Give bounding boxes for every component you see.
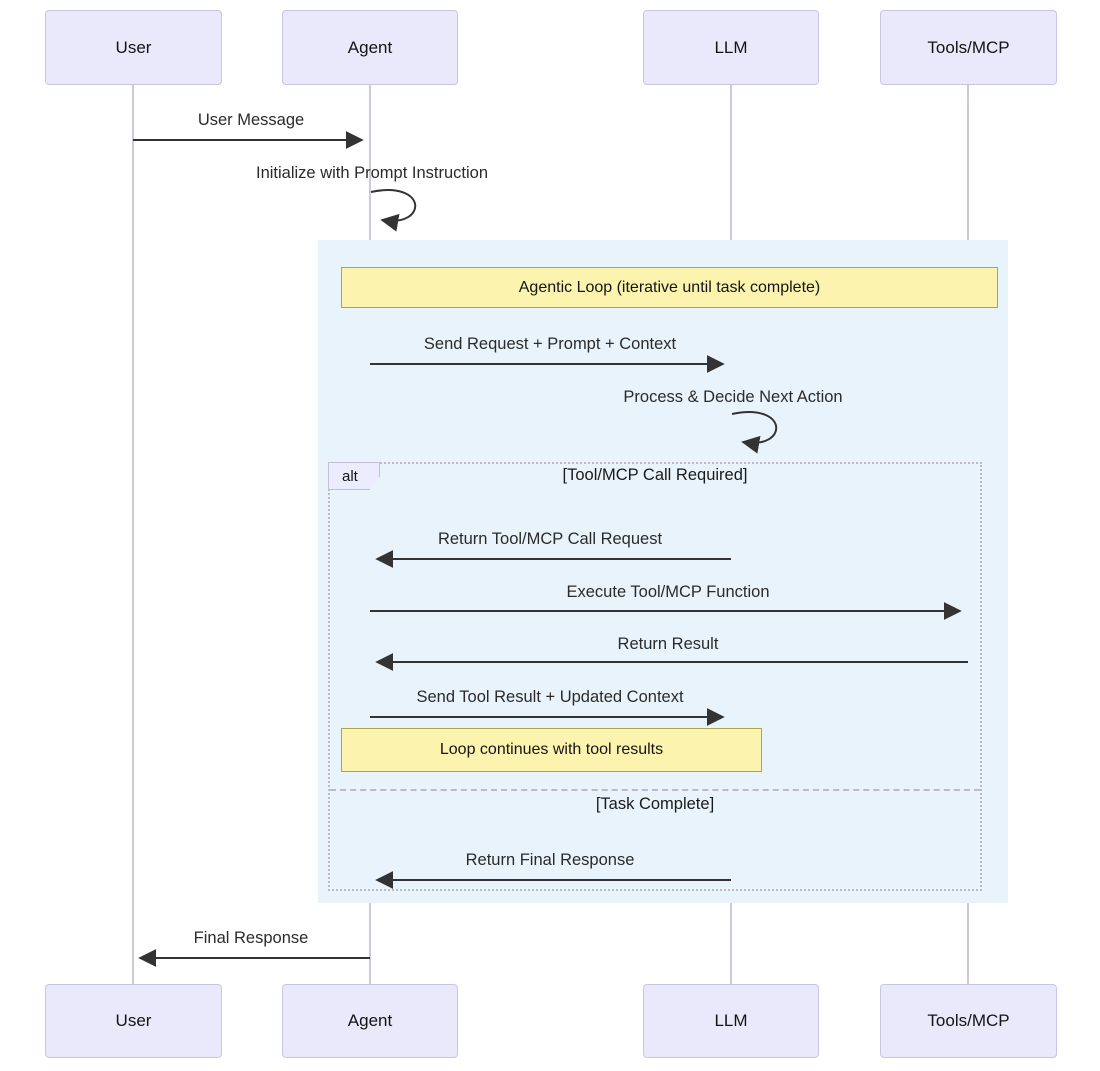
msg-return-tool-call: Return Tool/MCP Call Request <box>437 530 663 548</box>
note-loop-continues: Loop continues with tool results <box>341 728 762 772</box>
msg-send-tool-result: Send Tool Result + Updated Context <box>416 688 684 706</box>
msg-return-result: Return Result <box>617 635 719 653</box>
note-agentic-loop: Agentic Loop (iterative until task compl… <box>341 267 998 308</box>
actor-bottom-agent: Agent <box>282 984 458 1058</box>
agentic-loop-highlight-rect <box>318 240 1008 903</box>
actor-top-llm: LLM <box>643 10 819 85</box>
actor-top-tools-mcp: Tools/MCP <box>880 10 1057 85</box>
actor-bottom-llm: LLM <box>643 984 819 1058</box>
actor-top-user-label: User <box>115 37 152 57</box>
msg-user-message: User Message <box>197 111 305 129</box>
note-loop-continues-text: Loop continues with tool results <box>439 741 664 758</box>
msg-send-request: Send Request + Prompt + Context <box>423 335 677 353</box>
lifeline-user <box>132 85 134 985</box>
actor-bottom-user: User <box>45 984 222 1058</box>
alt-condition-1: [Tool/MCP Call Required] <box>562 466 748 484</box>
alt-section-divider <box>330 789 980 791</box>
actor-bottom-agent-label: Agent <box>347 1011 393 1030</box>
actor-top-llm-label: LLM <box>714 37 748 57</box>
msg-process-decide: Process & Decide Next Action <box>623 388 843 406</box>
actor-bottom-user-label: User <box>115 1011 152 1030</box>
actor-top-tools-mcp-label: Tools/MCP <box>927 37 1010 57</box>
actor-bottom-llm-label: LLM <box>714 1011 748 1030</box>
self-arrow-initialize <box>370 189 417 232</box>
alt-frame <box>328 462 982 891</box>
actor-bottom-tools-mcp: Tools/MCP <box>880 984 1057 1058</box>
actor-top-agent-label: Agent <box>347 37 393 57</box>
alt-frame-label: alt <box>328 462 380 490</box>
msg-initialize: Initialize with Prompt Instruction <box>255 164 489 182</box>
self-arrow-process-decide <box>731 411 778 454</box>
alt-condition-2: [Task Complete] <box>595 795 715 813</box>
msg-final-response: Final Response <box>193 929 309 947</box>
msg-return-final-response: Return Final Response <box>465 851 635 869</box>
alt-frame-label-text: alt <box>342 467 358 485</box>
actor-top-agent: Agent <box>282 10 458 85</box>
actor-top-user: User <box>45 10 222 85</box>
actor-bottom-tools-mcp-label: Tools/MCP <box>927 1011 1010 1030</box>
msg-execute-tool: Execute Tool/MCP Function <box>566 583 770 601</box>
note-agentic-loop-text: Agentic Loop (iterative until task compl… <box>518 278 821 296</box>
